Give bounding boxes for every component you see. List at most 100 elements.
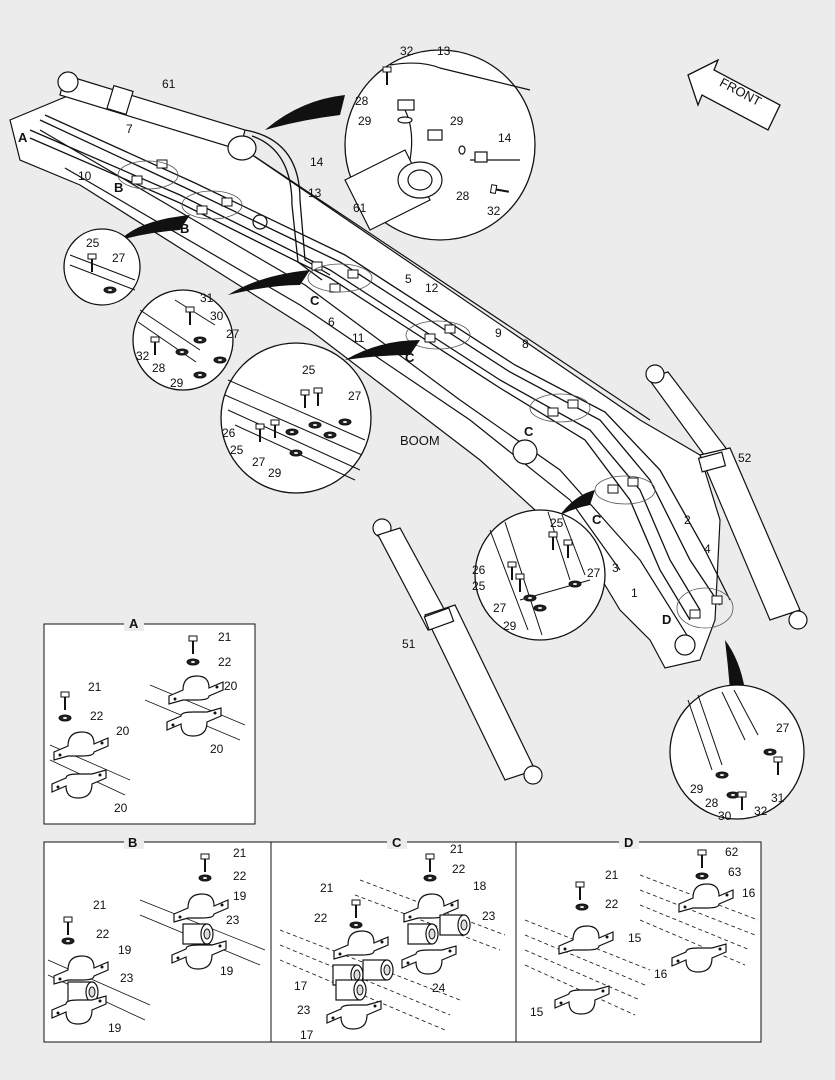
- callout: 29: [170, 376, 184, 390]
- callout: 16: [654, 967, 668, 981]
- callout: 25: [550, 516, 564, 530]
- callout: 19: [220, 964, 234, 978]
- callout: 20: [116, 724, 130, 738]
- view-tag-a: A: [18, 130, 28, 145]
- detail-pipe-fitting: 31 30 27 32 28 29: [132, 289, 240, 391]
- detail-d-fitting: 27 29 28 31 30 32: [669, 684, 805, 823]
- detail-bolt-circle: 25 27: [63, 228, 141, 306]
- callout: 21: [218, 630, 232, 644]
- callout: 26: [472, 563, 486, 577]
- callout: 28: [456, 189, 470, 203]
- callout: 27: [776, 721, 790, 735]
- callout: 19: [108, 1021, 122, 1035]
- callout: 32: [487, 204, 501, 218]
- callout: 15: [628, 931, 642, 945]
- callout: 2: [684, 513, 691, 527]
- callout: 32: [400, 44, 414, 58]
- callout: 17: [294, 979, 308, 993]
- callout: 15: [530, 1005, 544, 1019]
- callout: 27: [112, 251, 126, 265]
- view-tag-c: C: [524, 424, 534, 439]
- callout: 28: [152, 361, 166, 375]
- callout: 20: [114, 801, 128, 815]
- callout: 20: [210, 742, 224, 756]
- callout: 3: [612, 561, 619, 575]
- callout: 52: [738, 451, 752, 465]
- panel-d: D 62 63 16 21 22 15 16 15: [515, 835, 762, 1043]
- arm-cylinder-51: [372, 518, 543, 785]
- main-callouts: 61 7 10 14 13 5 12 6 11 9 8 52 2 3 4 1 5…: [78, 77, 752, 651]
- callout: 22: [314, 911, 328, 925]
- boom-label: BOOM: [400, 433, 440, 448]
- callout: 22: [605, 897, 619, 911]
- callout: 7: [126, 122, 133, 136]
- callout: 32: [754, 804, 768, 818]
- callout: 8: [522, 337, 529, 351]
- callout: 29: [358, 114, 372, 128]
- callout: 1: [631, 586, 638, 600]
- callout: 10: [78, 169, 92, 183]
- callout: 29: [268, 466, 282, 480]
- callout: 19: [118, 943, 132, 957]
- boom-structure: [9, 94, 721, 669]
- callout: 29: [450, 114, 464, 128]
- panel-b: B 21 22 19 23 19 21 22 19 23 19: [43, 835, 272, 1043]
- callout: 21: [233, 846, 247, 860]
- callout: 22: [218, 655, 232, 669]
- callout: 22: [90, 709, 104, 723]
- callout: 62: [725, 845, 739, 859]
- callout: 27: [252, 455, 266, 469]
- callout: 27: [587, 566, 601, 580]
- panel-d-title: D: [624, 835, 633, 850]
- callout: 23: [120, 971, 134, 985]
- panel-b-title: B: [128, 835, 137, 850]
- callout: 23: [226, 913, 240, 927]
- callout: 13: [308, 186, 322, 200]
- arm-cylinder-52: [645, 364, 808, 630]
- view-tag-d: D: [662, 612, 671, 627]
- view-tag-c: C: [405, 350, 415, 365]
- panel-c-title: C: [392, 835, 402, 850]
- callout: 63: [728, 865, 742, 879]
- callout: 23: [482, 909, 496, 923]
- callout: 20: [224, 679, 238, 693]
- callout: 27: [226, 327, 240, 341]
- callout: 19: [233, 889, 247, 903]
- panel-c: C 21 22 18 23 21 22 24 17 23 17: [270, 835, 517, 1043]
- view-tag-c: C: [592, 512, 602, 527]
- callout: 61: [353, 201, 367, 215]
- callout: 23: [297, 1003, 311, 1017]
- panel-a: A 21 22 20 21 22 20 20 20: [43, 616, 256, 825]
- callout: 21: [88, 680, 102, 694]
- callout: 31: [771, 791, 785, 805]
- detail-top-cylinder: 32 13 28 29 29 14 28 32 61: [344, 44, 536, 241]
- callout: 21: [320, 881, 334, 895]
- callout: 24: [432, 981, 446, 995]
- view-tag-b: B: [114, 180, 123, 195]
- callout: 12: [425, 281, 439, 295]
- detail-clamp-c-boom: 25 27 26 25 27 29: [220, 342, 372, 494]
- callout: 27: [493, 601, 507, 615]
- front-direction-arrow: FRONT: [687, 58, 781, 131]
- callout: 11: [352, 331, 365, 345]
- callout: 6: [328, 315, 335, 329]
- detail-clamp-arm: 25 26 25 27 27 29: [472, 509, 606, 641]
- callout: 29: [503, 619, 517, 633]
- callout: 9: [495, 326, 502, 340]
- view-ellipses: [117, 160, 734, 629]
- callout: 22: [233, 869, 247, 883]
- callout: 26: [222, 426, 236, 440]
- callout: 51: [402, 637, 416, 651]
- callout: 30: [210, 309, 224, 323]
- detail-pointers: [120, 95, 745, 690]
- panel-a-title: A: [129, 616, 139, 631]
- callout: 28: [705, 796, 719, 810]
- callout: 5: [405, 272, 412, 286]
- callout: 4: [704, 542, 711, 556]
- callout: 16: [742, 886, 756, 900]
- callout: 18: [473, 879, 487, 893]
- callout: 61: [162, 77, 176, 91]
- callout: 25: [472, 579, 486, 593]
- callout: 21: [450, 842, 464, 856]
